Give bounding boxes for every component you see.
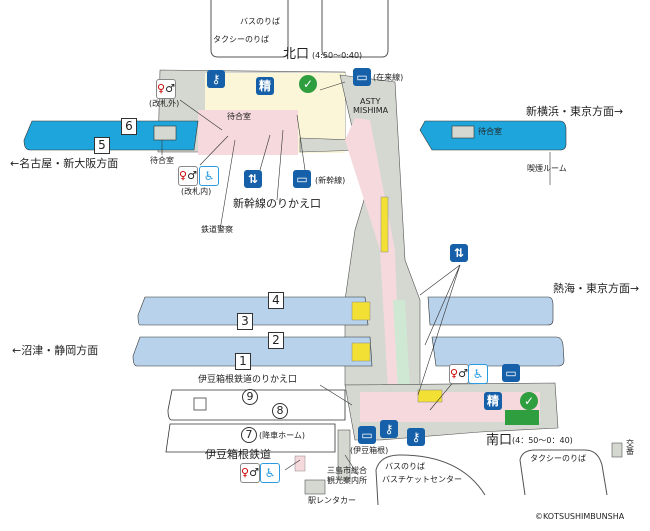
ticket-machine-izuhakone-icon: ▭ xyxy=(358,426,376,444)
izuhakone-transfer-label: 伊豆箱根鉄道のりかえ口 xyxy=(198,375,298,385)
north-exit-hours: (4:50〜0:40) xyxy=(312,51,363,60)
fare-adjust-icon: 精 xyxy=(256,77,274,95)
toilet-south-icon: ♀♂ xyxy=(449,364,469,384)
south-bus-loop xyxy=(375,454,486,506)
asty-label: ASTY xyxy=(360,97,381,106)
direction-nagoya: ←名古屋・新大阪方面 xyxy=(10,157,119,170)
direction-shinyokohama: 新横浜・東京方面→ xyxy=(526,105,624,118)
wc-outside-label: (改札外) xyxy=(149,99,180,108)
corridor-green xyxy=(393,300,410,390)
shinkansen-transfer-label: 新幹線のりかえ口 xyxy=(233,197,321,210)
smoking-room-label: 喫煙ルーム xyxy=(527,164,567,173)
platform-8-number: 8 xyxy=(272,403,288,419)
waiting-room-box-east xyxy=(451,125,475,139)
platform-5-number: 5 xyxy=(94,137,110,154)
accessible-south-icon: ♿ xyxy=(468,364,488,384)
south-exit-label: 南口 xyxy=(486,433,513,448)
platform-7-number: 7 xyxy=(241,427,257,443)
waiting-room-label-east: 待合室 xyxy=(478,127,502,136)
tourist-info-building xyxy=(304,479,326,495)
railway-police-label: 鉄道警察 xyxy=(201,225,233,234)
direction-numazu: ←沼津・静岡方面 xyxy=(12,344,99,357)
tourist-info-label-1: 三島市総合 xyxy=(327,466,367,475)
waiting-room-label: 待合室 xyxy=(227,112,251,121)
platform-8-9 xyxy=(167,389,346,421)
ticket-office-icon: ✓ xyxy=(299,75,317,93)
koban-label: 交番 xyxy=(626,439,634,456)
tourist-info-label-2: 観光案内所 xyxy=(327,476,367,485)
escalator-3-4 xyxy=(351,301,371,321)
south-taxi-loop xyxy=(519,449,608,496)
shinkansen-label: (新幹線) xyxy=(315,176,346,185)
north-bus-label: バスのりば xyxy=(240,17,280,26)
toilet-izuhakone-icon: ♀♂ xyxy=(240,463,260,483)
leader-lines xyxy=(161,81,551,476)
direction-atami: 熱海・東京方面→ xyxy=(553,282,640,295)
south-exit-hours: (4：50～0：40) xyxy=(512,436,573,445)
platform-1-number: 1 xyxy=(235,353,251,370)
platform-2-number: 2 xyxy=(268,332,284,349)
escalator-1-2 xyxy=(351,342,371,362)
ticket-machine-icon: ▭ xyxy=(353,68,371,86)
izuhakone-ticket-label: (伊豆箱根) xyxy=(350,446,389,455)
izuhakone-line-label: 伊豆箱根鉄道 xyxy=(205,448,271,461)
copyright: ©KOTSUSHIMBUNSHA xyxy=(535,512,625,521)
bus-ticket-label: バスチケットセンター xyxy=(382,475,462,484)
accessible-izuhakone-icon: ♿ xyxy=(260,463,280,483)
elevator-east-icon: ⇅ xyxy=(450,244,468,262)
locker-icon: ⚷ xyxy=(207,70,225,88)
mishima-label: MISHIMA xyxy=(353,106,389,115)
platform-3-4 xyxy=(137,296,369,326)
waiting-room-box xyxy=(153,125,177,141)
izuhakone-toilet xyxy=(294,455,306,472)
locker-south-2-icon: ⚷ xyxy=(407,428,425,446)
elevator-icon: ⇅ xyxy=(244,170,262,188)
south-annex xyxy=(337,429,351,481)
corridor-path xyxy=(345,118,400,390)
rent-a-car-label: 駅レンタカー xyxy=(308,496,356,505)
platform-9-number: 9 xyxy=(242,389,258,405)
platform-1-2-east xyxy=(431,336,565,367)
platform-6-number: 6 xyxy=(121,118,137,135)
zairaisen-label: (在来線) xyxy=(373,73,404,82)
ticket-machine-shinkansen-icon: ▭ xyxy=(293,170,311,188)
fare-adjust-south-icon: 精 xyxy=(484,392,502,410)
north-exit-label: 北口 xyxy=(283,47,310,62)
green-ticket-counter xyxy=(505,410,539,425)
wc-inside-label: (改札内) xyxy=(181,187,212,196)
south-bus-label: バスのりば xyxy=(385,462,425,471)
platform-structure xyxy=(193,397,207,411)
escalator xyxy=(380,196,389,253)
locker-south-icon: ⚷ xyxy=(380,420,398,438)
north-taxi-loop xyxy=(321,0,389,58)
platform-3-4-east xyxy=(427,296,554,326)
south-taxi-label: タクシーのりば xyxy=(530,454,586,463)
platform-3-number: 3 xyxy=(237,313,253,330)
ticket-office-south-icon: ✓ xyxy=(520,392,538,410)
accessible-icon: ♿ xyxy=(199,166,219,186)
platform-1-2 xyxy=(132,336,373,367)
toilet-inside-icon: ♀♂ xyxy=(178,166,198,186)
waiting-room-label-west: 待合室 xyxy=(150,156,174,165)
ticket-machine-south-icon: ▭ xyxy=(502,364,520,382)
koban-building xyxy=(611,442,623,458)
north-taxi-label: タクシーのりば xyxy=(213,35,269,44)
north-bus-loop xyxy=(210,0,289,58)
alighting-label: (降車ホーム) xyxy=(259,431,306,440)
platform-4-number: 4 xyxy=(268,292,284,309)
toilet-icon: ♀♂ xyxy=(156,79,176,99)
